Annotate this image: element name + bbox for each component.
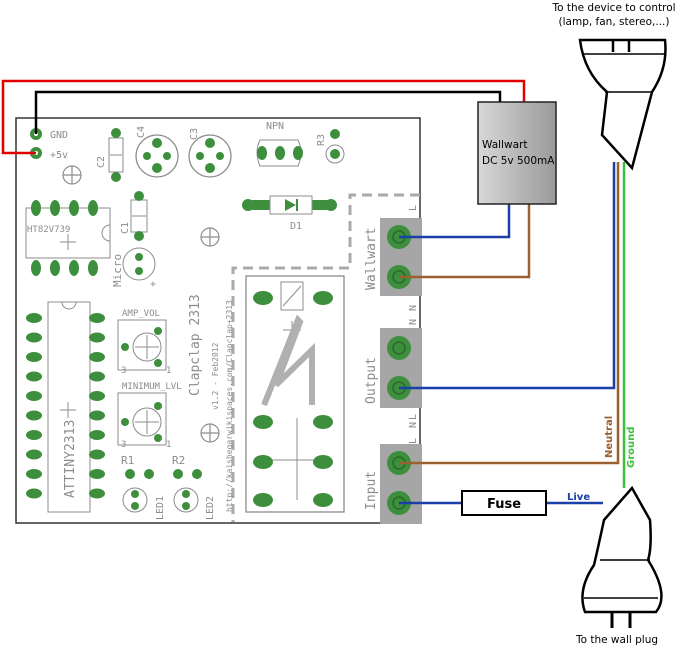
- r3-label: R3: [316, 134, 327, 146]
- attiny-pin: [89, 371, 105, 382]
- wire-black-gnd: [34, 90, 502, 134]
- capacitor-c4: [135, 134, 179, 178]
- c2-label: C2: [96, 156, 107, 168]
- transistor-npn: [256, 139, 303, 167]
- ht82v739-label: HT82V739: [27, 225, 70, 235]
- pot2-num3: 3: [121, 440, 126, 450]
- npn-label: NPN: [266, 121, 284, 132]
- attiny-pin: [89, 332, 105, 343]
- wallwart-line1: Wallwart: [482, 139, 527, 151]
- minimum-lvl-label: MINIMUM_LVL: [122, 382, 182, 392]
- pot1-num3: 3: [121, 366, 126, 376]
- r1-label: R1: [121, 454, 134, 467]
- attiny-pin: [89, 488, 105, 499]
- live-label: Live: [567, 492, 590, 503]
- resistor-r2: [173, 469, 202, 479]
- amp-vol-label: AMP_VOL: [122, 309, 160, 319]
- capacitor-c3: [188, 134, 232, 178]
- keepout-dashed-line: [231, 193, 420, 522]
- attiny-pin: [26, 449, 42, 460]
- pot1-num1: 1: [166, 366, 171, 376]
- label-l-top: L: [408, 205, 419, 211]
- c3-label: C3: [189, 128, 200, 140]
- attiny-pin: [26, 371, 42, 382]
- led-2: [173, 487, 199, 513]
- terminal-wallwart: [380, 218, 422, 296]
- resistor-r3: [325, 129, 345, 164]
- board-title: Clapclap 2313: [188, 294, 203, 396]
- pcb-board: [15, 117, 421, 524]
- attiny-pin: [89, 313, 105, 323]
- fuse-label: Fuse: [487, 497, 521, 512]
- attiny-pin: [26, 430, 42, 440]
- attiny-pins: [26, 313, 105, 499]
- attiny-pin: [26, 391, 42, 401]
- attiny-pin: [26, 352, 42, 362]
- board-url: http://kaishegarwikispaces.com/Clapclap+…: [225, 300, 234, 512]
- label-n-in: N: [408, 422, 419, 428]
- chip-attiny2313: [47, 301, 91, 513]
- terminal-input: [380, 444, 422, 524]
- capacitor-c1: [130, 191, 148, 241]
- wire-red-5v: [1, 79, 526, 155]
- device-annotation-line1: To the device to control: [551, 2, 675, 14]
- potentiometer-minimum-lvl: [117, 392, 167, 446]
- label-n-out: N: [408, 319, 419, 325]
- fuse-box: [461, 490, 547, 516]
- attiny-pin: [26, 488, 42, 499]
- attiny-pin: [26, 410, 42, 421]
- label-l-out: L: [408, 414, 419, 420]
- device-annotation-line2: (lamp, fan, stereo,...): [559, 16, 670, 28]
- relay: [245, 275, 345, 513]
- device-socket-icon: [578, 38, 667, 171]
- mounting-holes: [62, 165, 220, 443]
- capacitor-c2: [108, 128, 124, 182]
- attiny-pin: [26, 469, 42, 479]
- diode-d1: [242, 195, 337, 215]
- attiny-pin: [89, 352, 105, 362]
- attiny-pin: [89, 449, 105, 460]
- attiny-pin: [26, 332, 42, 343]
- label-n-mid: N: [408, 305, 419, 311]
- chip-ht82v739: [25, 200, 111, 276]
- wall-plug-icon: [581, 485, 663, 628]
- board-version: v1.2 - Feb2012: [211, 342, 220, 410]
- attiny-pin: [89, 430, 105, 440]
- attiny-pin: [89, 391, 105, 401]
- label-l-in: L: [408, 438, 419, 444]
- pot2-num1: 1: [166, 440, 171, 450]
- wallwart-box: [477, 101, 557, 205]
- c1-label: C1: [120, 222, 131, 234]
- wallwart-terminal-label: Wallwart: [364, 227, 379, 290]
- wire-brown-neutral: [399, 162, 620, 465]
- micro-plus-label: +: [150, 279, 156, 290]
- wallwart-line2: DC 5v 500mA: [482, 155, 555, 167]
- resistor-r1: [125, 469, 154, 479]
- neutral-label: Neutral: [604, 416, 615, 458]
- wall-plug-annotation: To the wall plug: [575, 634, 658, 646]
- microphone: [122, 247, 156, 281]
- wire-blue-wallwart: [399, 204, 511, 239]
- plus5v-label: +5v: [50, 150, 68, 161]
- attiny-pin: [89, 469, 105, 479]
- led-1: [122, 487, 148, 513]
- attiny-pin: [89, 410, 105, 421]
- led2-label: LED2: [205, 496, 216, 520]
- led1-label: LED1: [155, 496, 166, 520]
- gnd-label: GND: [50, 130, 68, 141]
- output-terminal-label: Output: [364, 357, 379, 404]
- input-terminal-label: Input: [364, 471, 379, 510]
- wire-blue-output: [399, 162, 616, 390]
- ground-label: Ground: [626, 427, 637, 468]
- d1-label: D1: [290, 221, 302, 232]
- potentiometer-amp-vol: [117, 319, 167, 371]
- attiny-pin: [26, 313, 42, 323]
- c4-label: C4: [136, 126, 147, 138]
- r2-label: R2: [172, 454, 185, 467]
- micro-label: Micro: [111, 254, 124, 287]
- terminal-output: [380, 328, 422, 408]
- attiny-label: ATTINY2313: [63, 420, 78, 498]
- wire-brown-wallwart: [399, 204, 531, 279]
